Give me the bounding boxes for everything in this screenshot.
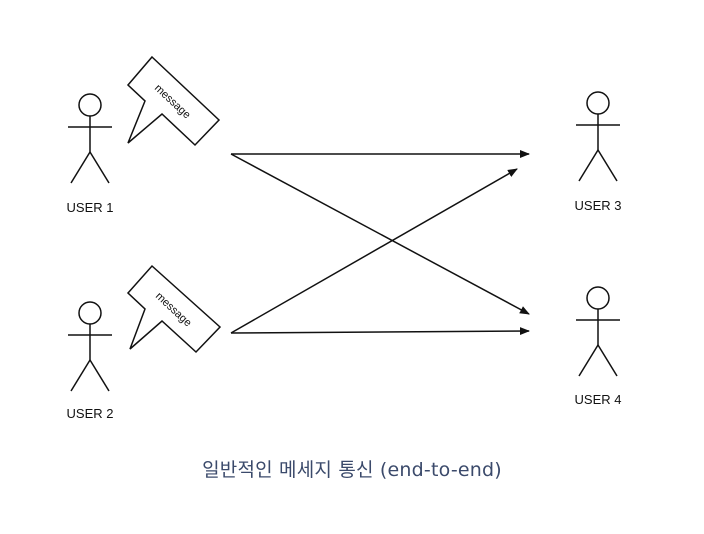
stick-figure-icon xyxy=(576,91,620,182)
user-2-actor: USER 2 xyxy=(67,301,114,421)
user-1-label: USER 1 xyxy=(67,200,114,215)
arrow-user2-to-user4 xyxy=(230,327,530,336)
user-3-label: USER 3 xyxy=(575,198,622,213)
user-1-actor: USER 1 xyxy=(67,93,114,215)
message-bubble-1: message xyxy=(126,55,221,147)
user-4-label: USER 4 xyxy=(575,392,622,407)
speech-bubble-icon xyxy=(126,55,221,147)
user-4-actor: USER 4 xyxy=(575,286,622,407)
diagram-caption: 일반적인 메세지 통신 (end-to-end) xyxy=(202,459,502,481)
arrow-user2-to-user3 xyxy=(230,168,518,334)
user-3-actor: USER 3 xyxy=(575,91,622,213)
message-bubble-2: message xyxy=(126,264,222,354)
stick-figure-icon xyxy=(576,286,620,377)
stick-figure-icon xyxy=(68,93,112,184)
stick-figure-icon xyxy=(68,301,112,392)
speech-bubble-icon xyxy=(126,264,222,354)
arrow-user1-to-user4 xyxy=(230,153,530,315)
user-2-label: USER 2 xyxy=(67,406,114,421)
